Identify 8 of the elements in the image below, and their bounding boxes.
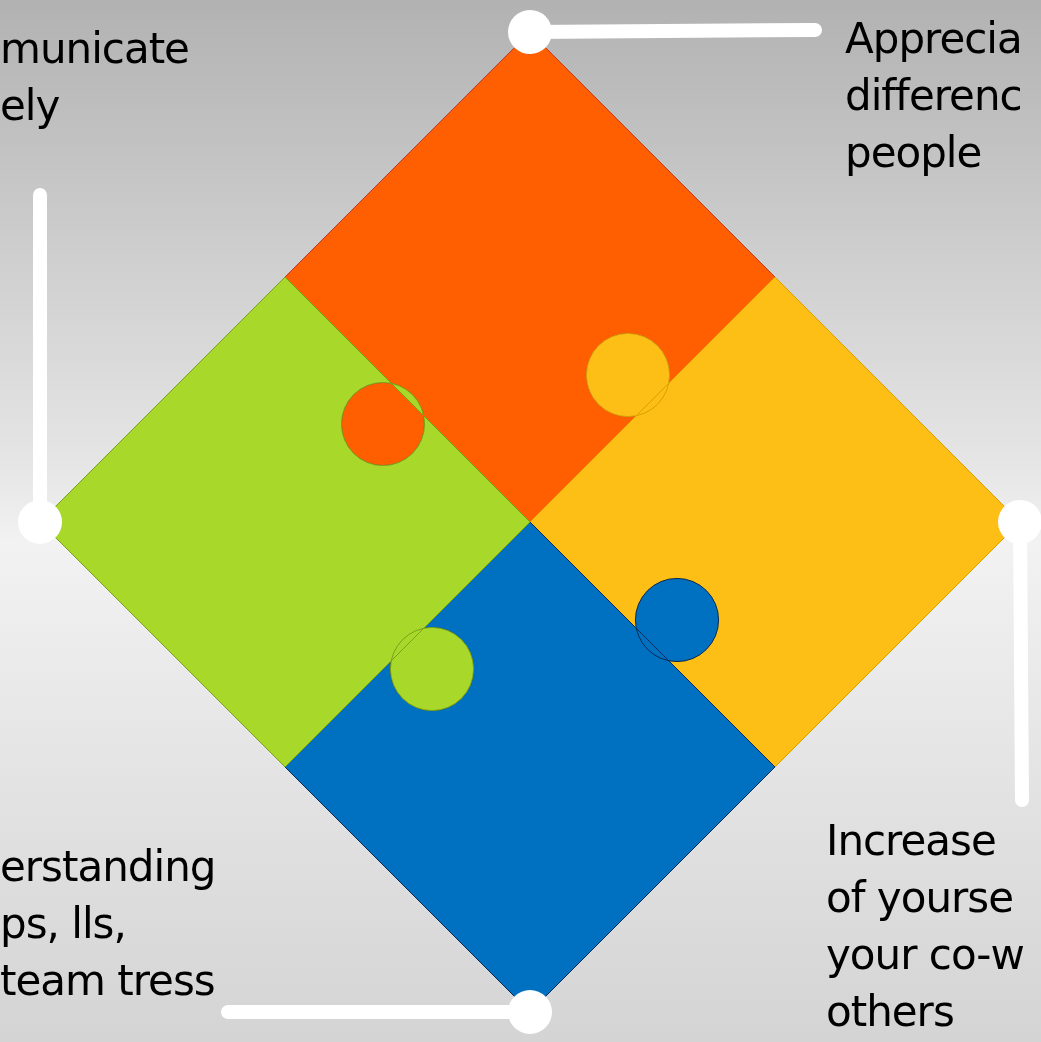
leader-line [221, 990, 552, 1034]
leader-line [508, 10, 822, 54]
leader-line [998, 500, 1041, 807]
callout-text: erstanding ps, lls, team tress [0, 838, 235, 1009]
leader-line [18, 188, 62, 544]
callout-text: Apprecia differenc people [845, 10, 1041, 181]
callout-text: municate ely [0, 20, 230, 134]
callout-text: Increase of yourse your co-w others [826, 812, 1041, 1040]
